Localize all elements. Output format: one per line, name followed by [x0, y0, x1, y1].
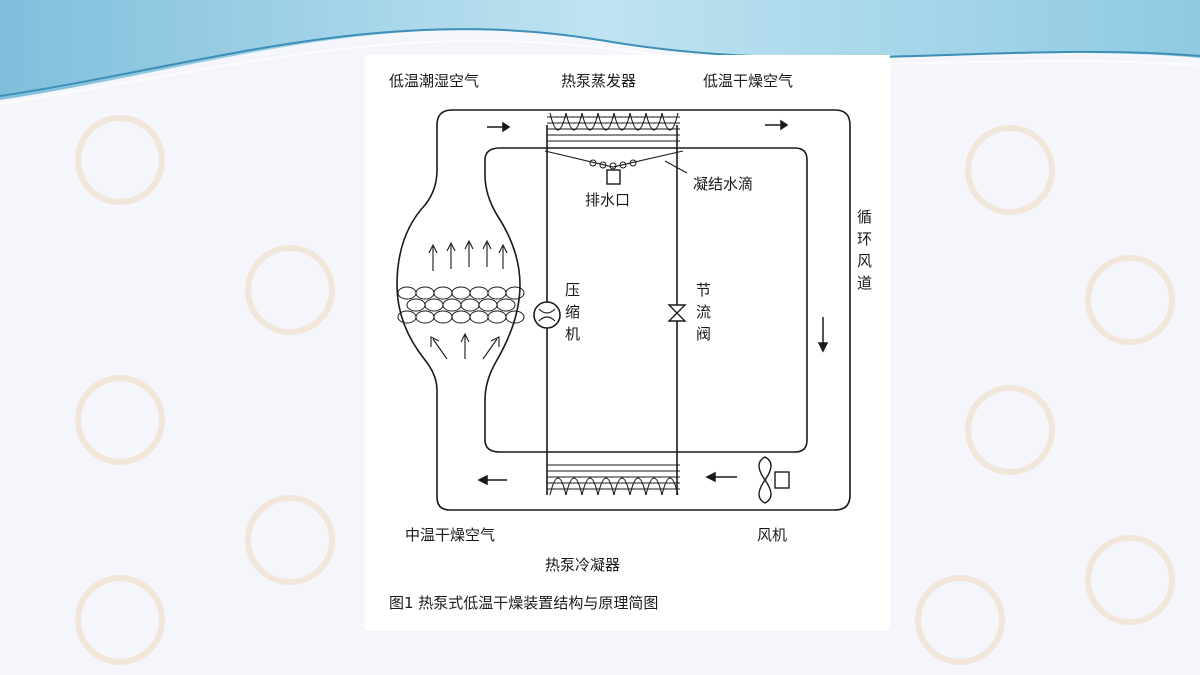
- label-drain-outlet: 排水口: [585, 191, 630, 209]
- figure-caption: 图1 热泵式低温干燥装置结构与原理简图: [389, 594, 658, 612]
- arrows-up: [428, 239, 508, 271]
- label-heat-pump-condenser: 热泵冷凝器: [545, 556, 620, 574]
- material-mesh: [397, 286, 525, 324]
- label-condensed-water-drops: 凝结水滴: [693, 175, 753, 193]
- label-low-temp-dry-air: 低温干燥空气: [703, 72, 793, 90]
- header-wave-line: [0, 28, 1200, 97]
- arrows-diagonal: [430, 332, 500, 360]
- evaporator-coil: [547, 112, 680, 142]
- heat-pump-diagram: 低温潮湿空气 热泵蒸发器 低温干燥空气 凝结水滴 排水口 热泵冷凝器 中温干燥空…: [389, 72, 872, 612]
- label-compressor: 压缩机: [565, 281, 580, 343]
- label-throttle-valve: 节流阀: [696, 281, 711, 343]
- label-medium-temp-dry-air: 中温干燥空气: [405, 526, 495, 544]
- watermark-pattern: [75, 115, 1175, 665]
- label-low-temp-humid-air: 低温潮湿空气: [389, 72, 479, 90]
- label-fan: 风机: [757, 526, 787, 544]
- compressor-icon: [533, 301, 561, 329]
- condensed-water-drops: [544, 150, 688, 174]
- outer-duct: [396, 109, 851, 511]
- condenser-coil: [547, 464, 680, 496]
- drain-outlet-icon: [606, 169, 621, 185]
- diagram-paper: 低温潮湿空气 热泵蒸发器 低温干燥空气 凝结水滴 排水口 热泵冷凝器 中温干燥空…: [365, 55, 890, 630]
- label-heat-pump-evaporator: 热泵蒸发器: [561, 72, 636, 90]
- inner-duct: [484, 147, 808, 453]
- fan-icon: [758, 456, 790, 504]
- throttle-valve-icon: [667, 304, 687, 322]
- drying-chamber: [397, 239, 525, 360]
- header-wave: [0, 0, 1200, 100]
- flow-arrows: [477, 119, 829, 486]
- label-circulation-duct: 循环风道: [857, 208, 872, 292]
